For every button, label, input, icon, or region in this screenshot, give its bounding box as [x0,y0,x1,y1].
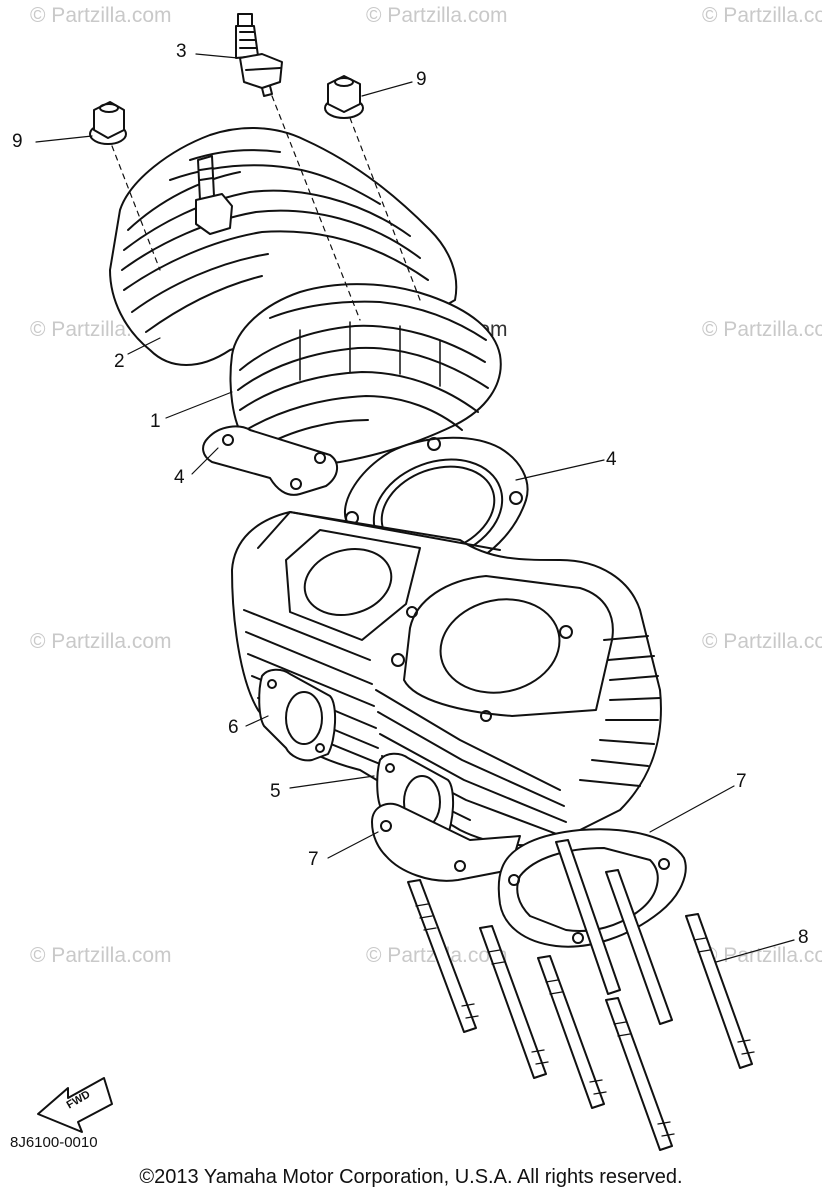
watermark: © Partzilla.com [30,944,172,967]
callout-nut-left: 9 [12,131,23,152]
watermark: © Partzilla.com [702,318,822,341]
callout-head-front: 1 [150,411,161,432]
callout-nut-right: 9 [416,69,427,90]
copyright-notice: ©2013 Yamaha Motor Corporation, U.S.A. A… [139,1166,683,1188]
diagram-code: 8J6100-0010 [10,1134,98,1151]
watermark: © Partzilla.com [702,4,822,27]
watermark: © Partzilla.com [366,4,508,27]
callout-spark-plug: 3 [176,41,187,62]
watermark: © Partzilla.com [702,944,822,967]
callout-base-gasket-rear: 7 [308,849,319,870]
watermark: © Partzilla.com [30,630,172,653]
callout-exhaust-gasket-lower: 5 [270,781,281,802]
flange-nut-right-part [324,75,364,119]
callout-head-rear: 2 [114,351,125,372]
callout-base-gasket-front: 7 [736,771,747,792]
callout-stud: 8 [798,927,809,948]
watermark: © Partzilla.com [702,630,822,653]
watermark: © Partzilla.com [30,4,172,27]
exhaust-gasket-upper-part [258,668,336,762]
leader-lines [35,53,795,963]
cylinder-block-part [231,511,662,847]
head-gasket-rear-part [202,425,338,496]
callout-gasket-front: 4 [606,449,617,470]
callout-gasket-rear: 4 [174,467,185,488]
base-gasket-rear-part [371,802,521,882]
fwd-arrow-icon [37,1077,113,1133]
flange-nut-left-part [89,101,127,145]
spark-plug-part [235,13,283,97]
callout-exhaust-gasket-upper: 6 [228,717,239,738]
spark-plug-installed-part [195,155,233,235]
stud-bolts-part [407,839,755,1151]
